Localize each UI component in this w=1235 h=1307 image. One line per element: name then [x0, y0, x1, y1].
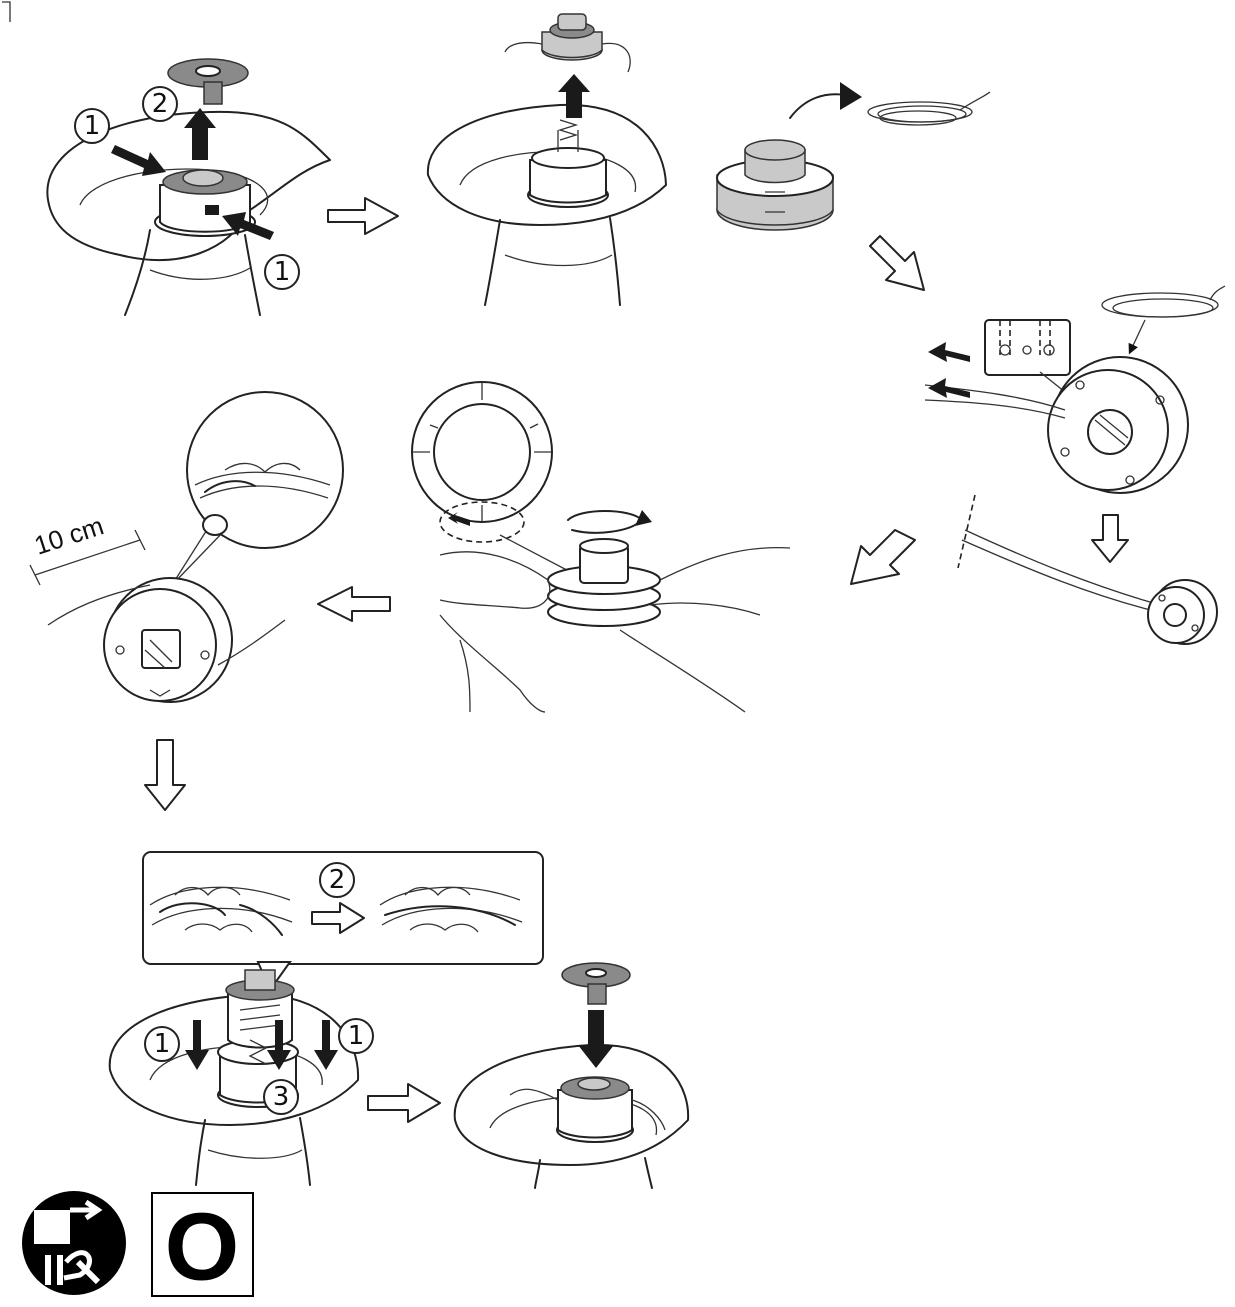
panel-remove-old-line: [716, 82, 991, 231]
callout-press-spool: 3: [263, 1079, 299, 1115]
callout-press-left: 1: [74, 108, 110, 144]
callout-remove-cap: 2: [142, 86, 178, 122]
svg-text:3: 3: [273, 1082, 290, 1112]
panel-wind-line: [411, 381, 791, 713]
panel-pull-line: [957, 494, 1218, 645]
panel-refit-cap: [453, 962, 690, 1189]
page-corner-mark: [2, 1, 11, 22]
unplug-power-icon: [22, 1191, 126, 1295]
flow-arrow-6: [144, 739, 186, 811]
flow-arrow-1: [327, 197, 399, 235]
svg-text:1: 1: [348, 1021, 365, 1051]
flow-arrow-4: [850, 529, 916, 585]
svg-text:1: 1: [84, 111, 101, 141]
callout-reassemble-left: 1: [144, 1026, 180, 1062]
panel-reinsert-spool: [108, 851, 544, 1186]
callout-press-right: 1: [264, 254, 300, 290]
panel-line-length: 10 cm: [29, 391, 344, 703]
flow-arrow-7: [367, 1083, 441, 1123]
measurement-label: 10 cm: [31, 510, 108, 560]
flow-arrow-2: [869, 235, 925, 291]
panel-insert-line: [924, 285, 1226, 494]
svg-text:1: 1: [274, 257, 291, 287]
panel-remove-cap: [46, 58, 331, 316]
callout-reassemble-right: 1: [338, 1018, 374, 1054]
switch-off-symbol: O: [165, 1194, 240, 1301]
svg-text:2: 2: [329, 865, 346, 895]
panel-lift-spool: [426, 13, 667, 306]
switch-off-icon: O: [151, 1192, 254, 1301]
svg-text:1: 1: [154, 1029, 171, 1059]
callout-lock-inset: 2: [319, 862, 355, 898]
flow-arrow-5: [317, 586, 391, 622]
flow-arrow-3: [1091, 514, 1129, 563]
svg-text:2: 2: [152, 89, 169, 119]
